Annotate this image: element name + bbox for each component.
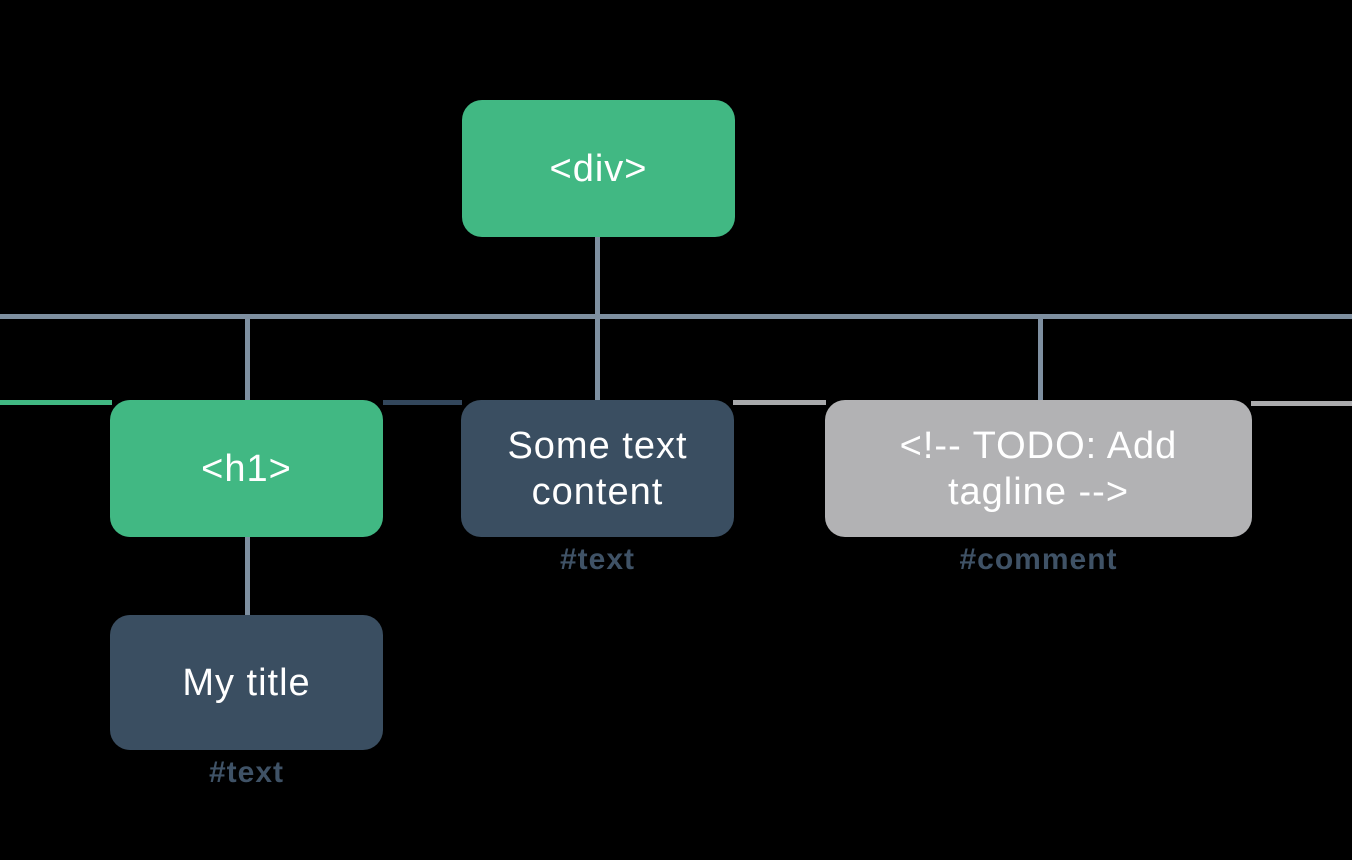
connector-rail-to-text	[595, 317, 600, 402]
connector-rail-to-h1	[245, 317, 250, 402]
sibling-rail	[0, 314, 1352, 319]
node-comment-label: <!-- TODO: Add tagline -->	[899, 424, 1178, 513]
node-div-label: <div>	[549, 147, 648, 190]
node-h1: <h1>	[110, 400, 383, 537]
node-text-content: Some text content	[461, 400, 734, 537]
type-label-comment: #comment	[959, 543, 1118, 576]
node-text-content-label: Some text content	[507, 424, 688, 513]
stub-h1-to-text	[383, 400, 462, 405]
stub-right-gray	[1251, 401, 1352, 406]
node-my-title: My title	[110, 615, 383, 750]
stub-left-green	[0, 400, 112, 405]
type-label-text-content: #text	[559, 543, 636, 576]
type-label-my-title: #text	[208, 756, 285, 789]
connector-rail-to-comment	[1038, 317, 1043, 402]
node-div: <div>	[462, 100, 735, 237]
node-h1-label: <h1>	[201, 447, 292, 490]
connector-div-to-rail	[595, 237, 600, 317]
stub-text-to-comment	[733, 400, 826, 405]
node-comment: <!-- TODO: Add tagline -->	[825, 400, 1252, 537]
connector-h1-to-title	[245, 537, 250, 615]
node-my-title-label: My title	[182, 661, 311, 704]
